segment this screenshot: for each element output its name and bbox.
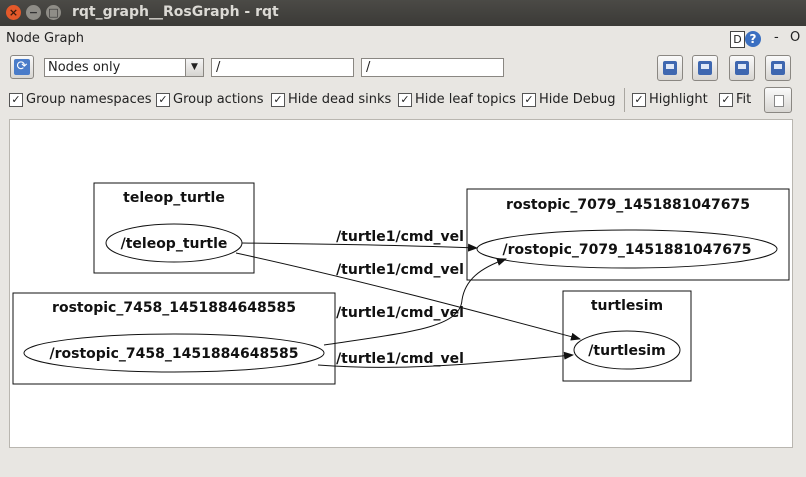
checkbox-checked-icon: ✓ (9, 93, 23, 107)
save-svg-button[interactable] (729, 55, 755, 81)
highlight-label: Highlight (649, 92, 708, 107)
load-dot-button[interactable] (657, 55, 683, 81)
chevron-down-icon: ▼ (185, 59, 203, 76)
node-label: /teleop_turtle (121, 236, 228, 252)
help-icon[interactable]: ? (745, 31, 761, 47)
namespace-box-teleop-turtle (93, 182, 255, 274)
refresh-graph-button[interactable]: ⟳ (10, 55, 34, 79)
hide-leaf-topics-label: Hide leaf topics (415, 92, 516, 107)
fit-in-view-button[interactable] (764, 87, 792, 113)
checkbox-checked-icon: ✓ (398, 93, 412, 107)
minimize-window-icon[interactable]: − (26, 5, 41, 20)
group-actions-label: Group actions (173, 92, 264, 107)
save-dot-icon (698, 61, 712, 75)
namespace-box-turtlesim (562, 290, 692, 382)
edge-label: /turtle1/cmd_vel (336, 351, 464, 367)
namespace-label: rostopic_7079_1451881047675 (506, 197, 750, 213)
node-label: /rostopic_7079_1451881047675 (503, 242, 752, 258)
namespace-box-rostopic-7079 (466, 188, 790, 281)
checkbox-checked-icon: ✓ (271, 93, 285, 107)
window-title: rqt_graph__RosGraph - rqt (72, 4, 279, 20)
checkbox-checked-icon: ✓ (156, 93, 170, 107)
namespace-label: turtlesim (591, 298, 663, 314)
node-label: /turtlesim (588, 343, 665, 359)
toolbar-separator (624, 88, 625, 112)
edge-label: /turtle1/cmd_vel (336, 229, 464, 245)
close-window-icon[interactable]: × (6, 5, 21, 20)
namespace-label: rostopic_7458_1451884648585 (52, 300, 296, 316)
namespace-label: teleop_turtle (123, 190, 225, 206)
hide-debug-label: Hide Debug (539, 92, 616, 107)
panel-title: Node Graph (6, 31, 84, 46)
window-titlebar: × − □ rqt_graph__RosGraph - rqt (0, 0, 806, 26)
node-turtlesim[interactable] (573, 330, 681, 370)
group-namespaces-label: Group namespaces (26, 92, 152, 107)
save-image-button[interactable] (765, 55, 791, 81)
edge-rostopic7458-to-rostopic7079 (323, 258, 507, 346)
refresh-icon: ⟳ (14, 59, 30, 75)
node-rostopic-7458[interactable] (23, 333, 325, 373)
options-row: ✓ Group namespaces ✓ Group actions ✓ Hid… (0, 89, 806, 111)
namespace-box-rostopic-7458 (12, 292, 336, 385)
maximize-window-icon[interactable]: □ (46, 5, 61, 20)
node-label: /rostopic_7458_1451884648585 (50, 346, 299, 362)
dock-d-icon[interactable]: D (730, 31, 745, 48)
graph-svg: teleop_turtle rostopic_7079_145188104767… (12, 182, 790, 385)
namespace-filter-input[interactable] (211, 58, 354, 77)
edge-rostopic7458-to-turtlesim (317, 351, 574, 368)
edge-teleop-to-turtlesim (235, 252, 581, 341)
minimize-panel-icon[interactable]: - (774, 30, 779, 45)
page-icon (774, 95, 784, 107)
panel-header: Node Graph (0, 26, 806, 51)
checkbox-checked-icon: ✓ (719, 93, 733, 107)
bottom-strip (0, 450, 806, 477)
save-image-icon (771, 61, 785, 75)
load-dot-icon (663, 61, 677, 75)
edge-label: /turtle1/cmd_vel (336, 305, 464, 321)
topic-filter-input[interactable] (361, 58, 504, 77)
graph-canvas[interactable]: teleop_turtle rostopic_7079_145188104767… (9, 119, 793, 448)
fit-label: Fit (736, 92, 752, 107)
save-svg-icon (735, 61, 749, 75)
edge-label: /turtle1/cmd_vel (336, 262, 464, 278)
hide-dead-sinks-label: Hide dead sinks (288, 92, 392, 107)
save-dot-button[interactable] (692, 55, 718, 81)
checkbox-checked-icon: ✓ (522, 93, 536, 107)
graph-mode-select[interactable]: Nodes only ▼ (44, 58, 204, 77)
graph-mode-value: Nodes only (48, 60, 121, 75)
edge-teleop-to-rostopic7079 (241, 242, 478, 252)
close-panel-icon[interactable]: O (790, 30, 801, 45)
checkbox-checked-icon: ✓ (632, 93, 646, 107)
